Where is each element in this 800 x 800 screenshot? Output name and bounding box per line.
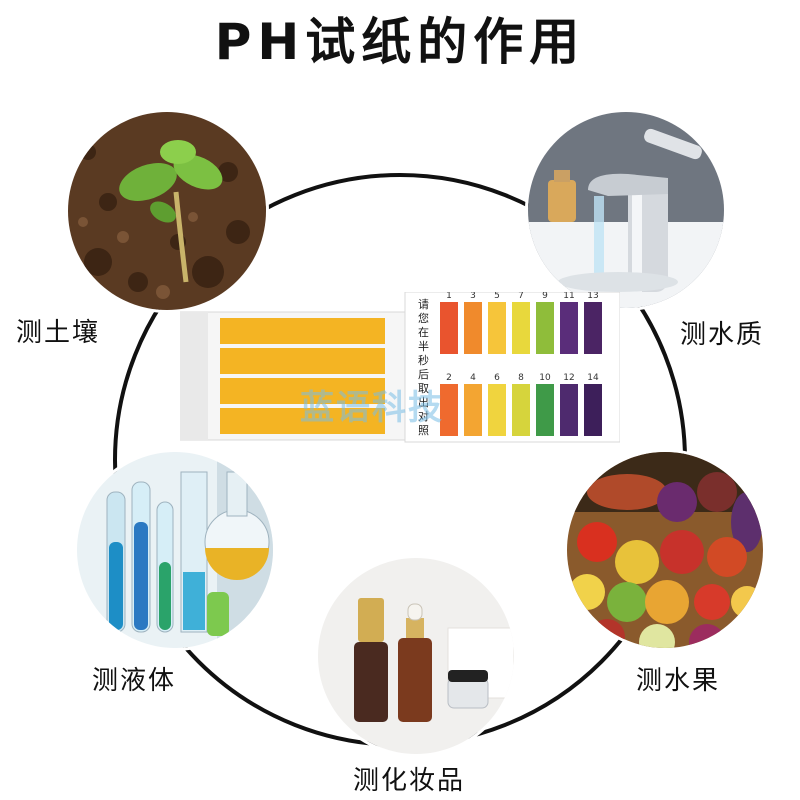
lab-liquids-photo bbox=[77, 452, 273, 648]
fruit-basket-photo bbox=[567, 452, 763, 648]
ph-color-swatch bbox=[488, 384, 506, 436]
ph-color-swatch bbox=[584, 302, 602, 354]
ph-color-swatch bbox=[440, 384, 458, 436]
ph-color-swatch bbox=[560, 302, 578, 354]
ph-strip bbox=[220, 408, 385, 434]
watermark: 蓝语科技 bbox=[300, 388, 444, 428]
ph-strip bbox=[220, 378, 385, 404]
ph-color-swatch bbox=[440, 302, 458, 354]
ph-scale-number: 8 bbox=[518, 373, 524, 383]
label-liquid: 测液体 bbox=[92, 666, 177, 696]
ph-color-swatch bbox=[512, 302, 530, 354]
ph-color-swatch bbox=[536, 384, 554, 436]
ph-scale-number: 12 bbox=[563, 373, 574, 383]
faucet-water-photo bbox=[528, 112, 724, 308]
ph-color-swatch bbox=[536, 302, 554, 354]
ph-color-swatch bbox=[464, 302, 482, 354]
ph-color-swatch bbox=[488, 302, 506, 354]
booklet-instruction-vertical: 请您在半秒后取出对照 bbox=[418, 298, 429, 437]
ph-color-swatch bbox=[584, 384, 602, 436]
ph-scale-number: 9 bbox=[542, 292, 548, 301]
ph-strip bbox=[220, 318, 385, 344]
ph-scale-number: 3 bbox=[470, 292, 476, 301]
ph-scale-number: 14 bbox=[587, 373, 599, 383]
ph-strip bbox=[220, 348, 385, 374]
page-title: PH试纸的作用 bbox=[214, 13, 586, 71]
cosmetics-bottles-photo bbox=[318, 558, 514, 754]
ph-scale-number: 6 bbox=[494, 373, 500, 383]
ph-color-swatch bbox=[512, 384, 530, 436]
label-water: 测水质 bbox=[680, 320, 765, 350]
label-cosmetic: 测化妆品 bbox=[353, 766, 466, 796]
ph-scale-number: 4 bbox=[470, 373, 476, 383]
ph-scale-number: 11 bbox=[563, 292, 574, 301]
ph-scale-number: 1 bbox=[446, 292, 452, 301]
ph-color-swatch bbox=[560, 384, 578, 436]
ph-scale-number: 10 bbox=[539, 373, 551, 383]
ph-scale-number: 2 bbox=[446, 373, 452, 383]
soil-sprout-photo bbox=[68, 112, 266, 310]
label-soil: 测土壤 bbox=[16, 318, 101, 348]
ph-scale-number: 13 bbox=[587, 292, 598, 301]
label-fruit: 测水果 bbox=[636, 666, 721, 696]
ph-scale-number: 5 bbox=[494, 292, 500, 301]
ph-color-swatch bbox=[464, 384, 482, 436]
ph-scale-number: 7 bbox=[518, 292, 524, 301]
